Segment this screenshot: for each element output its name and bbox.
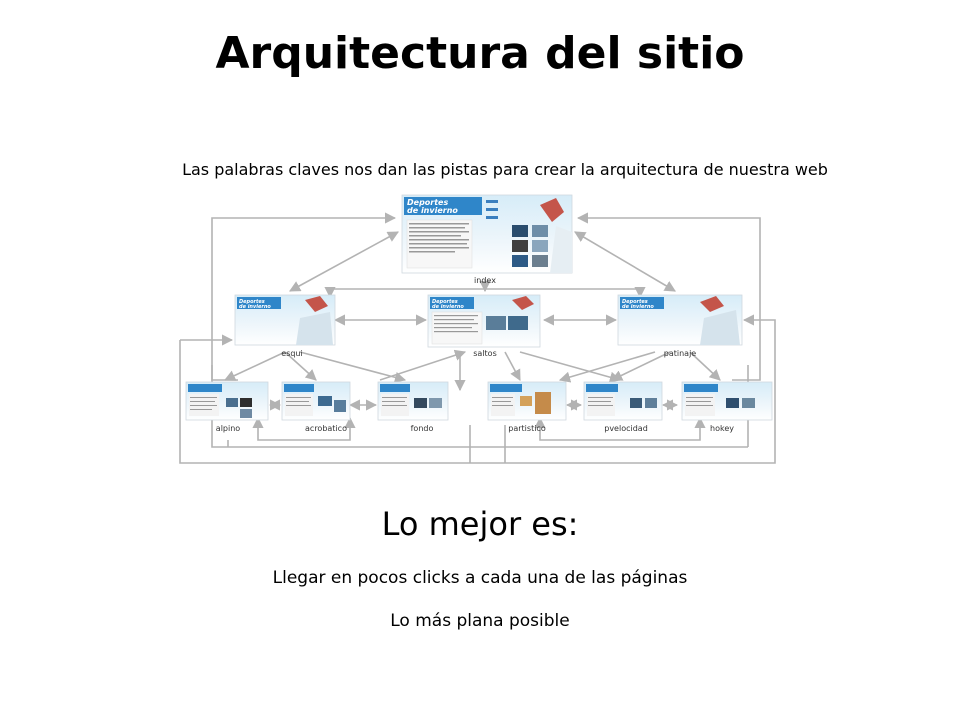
brand-line-1: Deportes xyxy=(432,299,458,305)
node-acrobatico xyxy=(281,381,351,421)
label-fondo: fondo xyxy=(411,424,434,433)
brand-line-1: Deportes xyxy=(407,198,448,207)
node-partistico xyxy=(487,381,567,421)
node-index: Deportes de invierno xyxy=(401,194,573,274)
brand-line-2: de invierno xyxy=(622,304,654,310)
brand-line-1: Deportes xyxy=(239,299,265,305)
node-patinaje: Deportes de invierno xyxy=(617,294,743,346)
node-fondo xyxy=(377,381,449,421)
label-esqui: esqui xyxy=(281,349,302,358)
node-pvelocidad xyxy=(583,381,663,421)
node-saltos: Deportes de invierno xyxy=(427,294,541,348)
connector-lines xyxy=(179,212,776,464)
label-alpino: alpino xyxy=(216,424,240,433)
brand-line-1: Deportes xyxy=(622,299,648,305)
node-esqui: Deportes de invierno xyxy=(234,294,336,346)
label-saltos: saltos xyxy=(473,349,497,358)
label-index: index xyxy=(474,276,496,285)
label-acrobatico: acrobatico xyxy=(305,424,347,433)
brand-line-2: de invierno xyxy=(432,304,464,310)
label-partistico: partistico xyxy=(508,424,546,433)
node-hokey xyxy=(681,381,773,421)
node-alpino xyxy=(185,381,269,421)
brand-line-2: de invierno xyxy=(239,304,271,310)
brand-line-2: de invierno xyxy=(407,206,458,215)
label-patinaje: patinaje xyxy=(664,349,697,358)
conclusion-point-2: Lo más plana posible xyxy=(390,611,570,631)
label-pvelocidad: pvelocidad xyxy=(604,424,648,433)
slide-subtitle: Las palabras claves nos dan las pistas p… xyxy=(182,160,828,179)
slide-title: Arquitectura del sitio xyxy=(215,28,745,79)
conclusion-heading: Lo mejor es: xyxy=(381,505,579,543)
conclusion-point-1: Llegar en pocos clicks a cada una de las… xyxy=(272,568,688,588)
label-hokey: hokey xyxy=(710,424,734,433)
